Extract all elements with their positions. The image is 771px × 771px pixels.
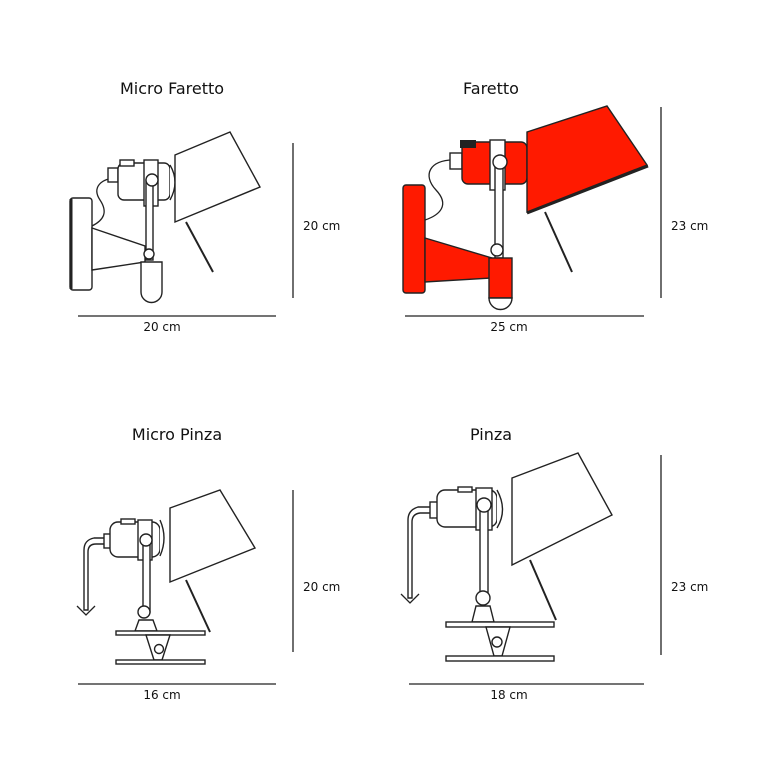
lamp-title-pinza: Pinza [469,425,513,444]
height-label-pinza: 23 cm [671,580,709,594]
width-label-pinza: 18 cm [490,688,528,702]
lamp-title-micro-pinza: Micro Pinza [131,425,223,444]
width-label-micro-faretto: 20 cm [143,320,181,334]
lamp-title-micro-faretto: Micro Faretto [119,79,225,98]
height-label-micro-faretto: 20 cm [303,219,341,233]
pinza-drawing [400,452,613,662]
width-label-faretto: 25 cm [490,320,528,334]
dimension-lines [78,107,662,685]
width-label-micro-pinza: 16 cm [143,688,181,702]
micro-pinza-drawing [76,489,257,665]
height-label-faretto: 23 cm [671,219,709,233]
lamp-title-faretto: Faretto [463,79,519,98]
faretto-drawing [402,105,649,311]
micro-faretto-drawing [69,131,261,304]
height-label-micro-pinza: 20 cm [303,580,341,594]
